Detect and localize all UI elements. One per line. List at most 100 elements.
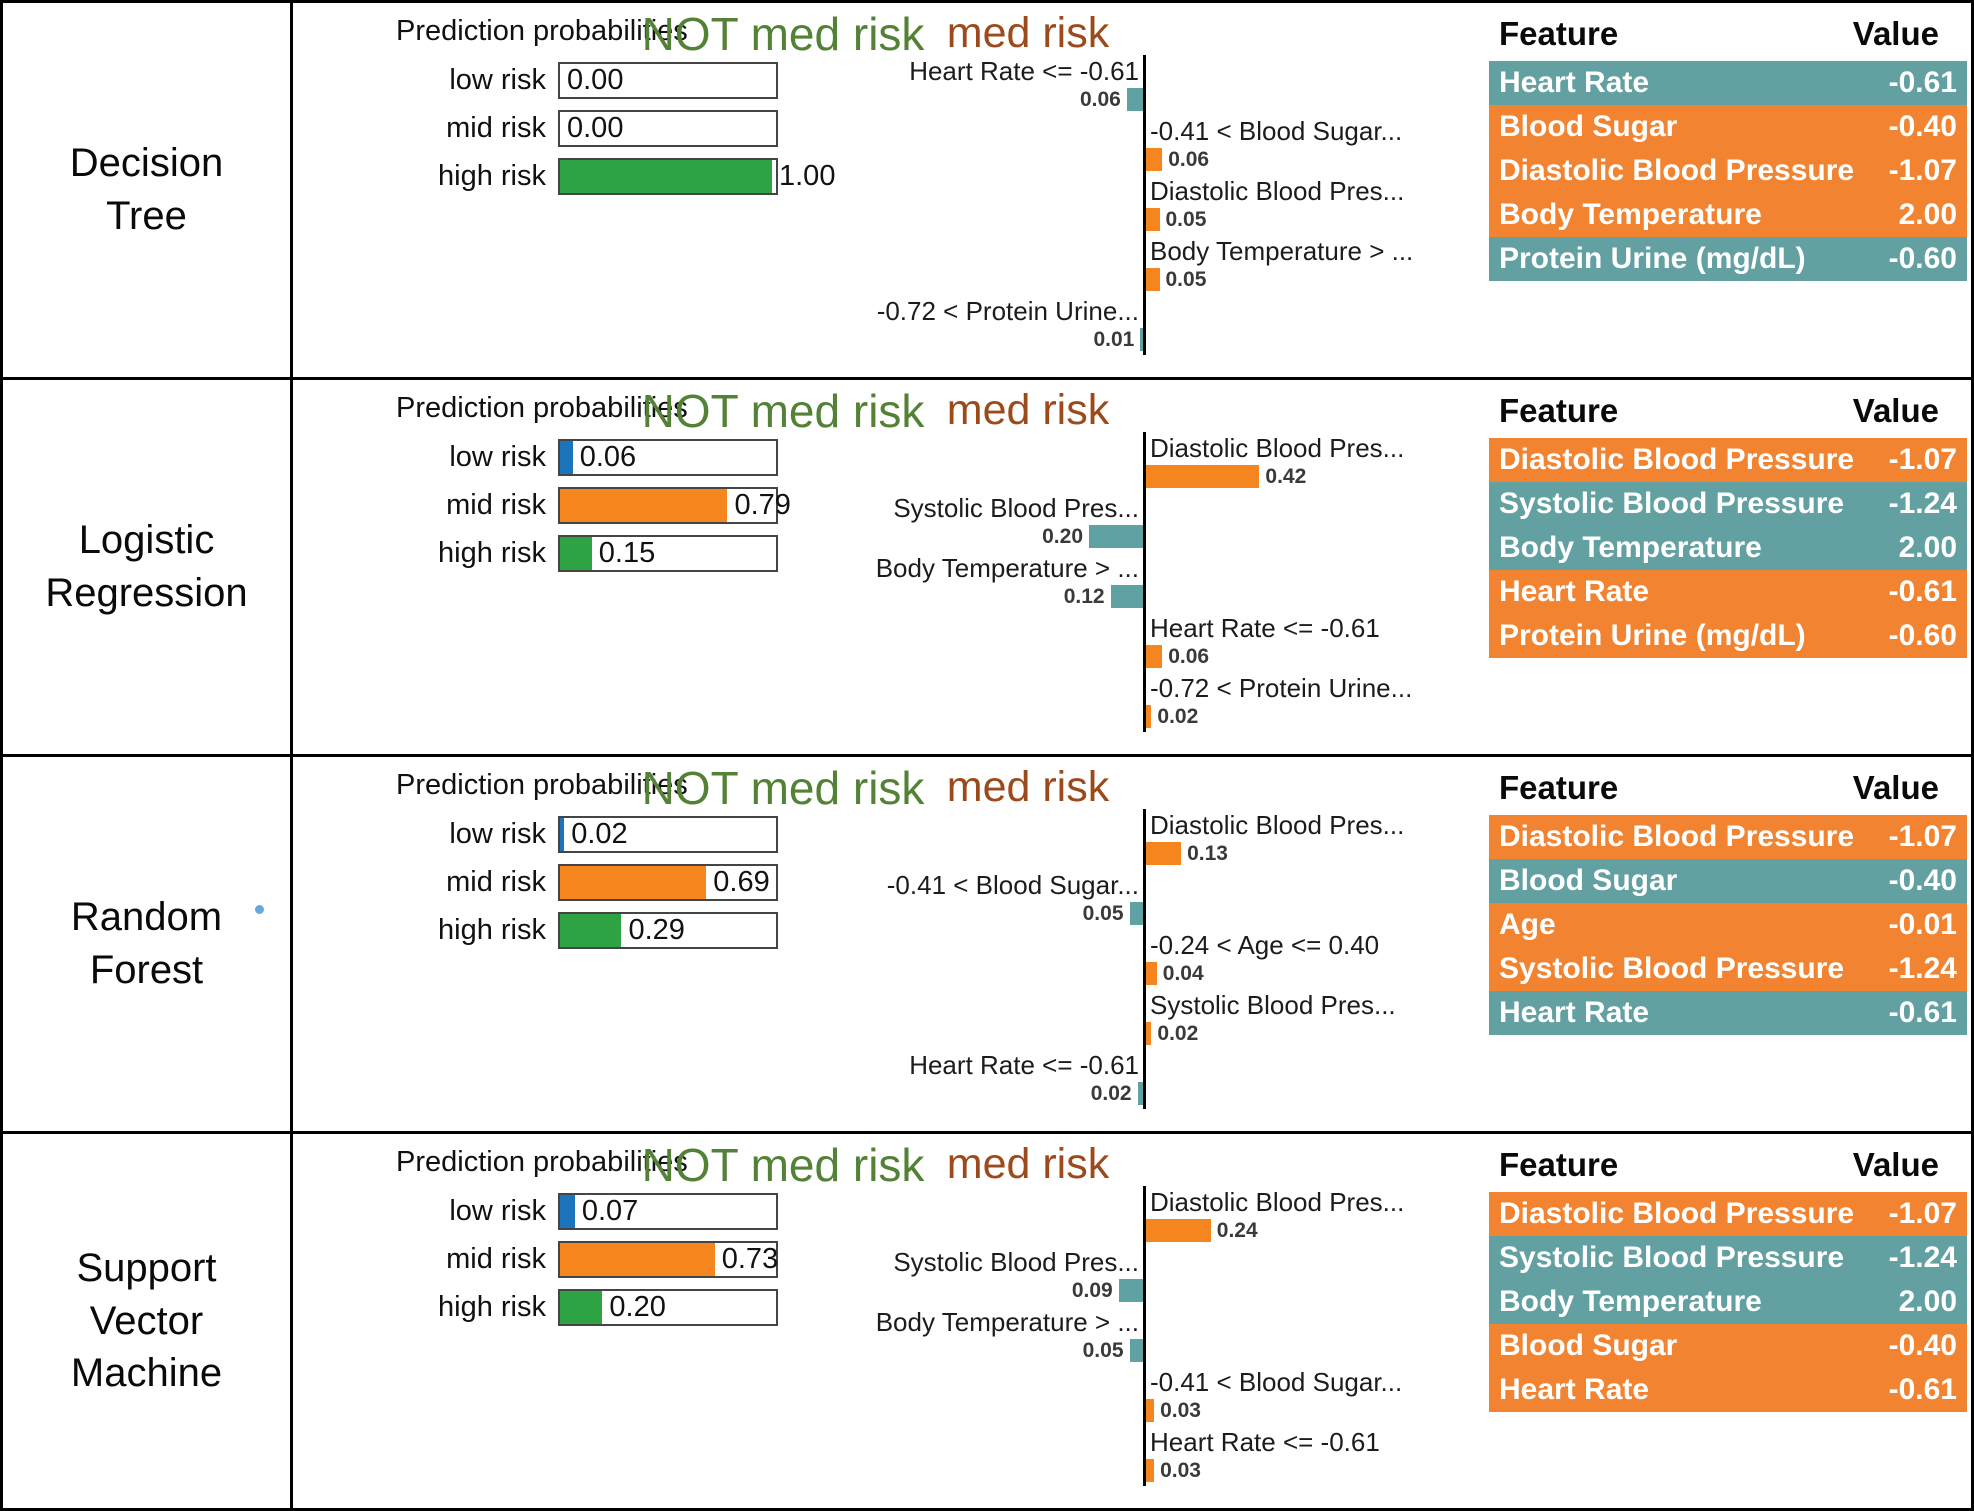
- table-feature: Body Temperature: [1499, 1285, 1762, 1318]
- feature-entry: Diastolic Blood Pres... 0.24: [793, 1186, 1485, 1243]
- probability-bar: 0.02: [558, 816, 778, 853]
- probability-value: 1.00: [779, 160, 836, 192]
- probability-value: 0.15: [598, 537, 656, 569]
- feature-bar-line: 0.20: [793, 524, 1143, 549]
- feature-bar: [1089, 525, 1143, 548]
- feature-value-table: Feature Value Diastolic Blood Pressure -…: [1489, 390, 1967, 658]
- feature-bar: [1129, 902, 1143, 925]
- probability-row: low risk 0.06: [348, 439, 808, 476]
- probability-row: low risk 0.02: [348, 816, 808, 853]
- feature-entry: Systolic Blood Pres... 0.20: [793, 492, 1485, 549]
- probabilities-title: Prediction probabilities: [396, 1146, 688, 1178]
- table-feature: Body Temperature: [1499, 531, 1762, 564]
- table-value: -1.07: [1888, 154, 1957, 187]
- feature-bar: [1146, 1399, 1155, 1422]
- table-value: -0.61: [1888, 996, 1957, 1029]
- table-row: Heart Rate -0.61: [1489, 1368, 1967, 1412]
- feature-column-header: Feature: [1499, 15, 1619, 52]
- feature-label: Heart Rate <= -0.61: [1150, 1427, 1380, 1457]
- not-med-risk-label: NOT med risk: [641, 1139, 925, 1191]
- table-feature: Diastolic Blood Pressure: [1499, 443, 1855, 476]
- probability-bar: 0.00: [558, 110, 778, 147]
- probability-bar: 0.15: [558, 535, 778, 572]
- feature-bar-line: 0.03: [1146, 1458, 1485, 1483]
- table-value: -0.60: [1888, 619, 1957, 652]
- artifact-dot: [255, 905, 264, 914]
- med-risk-label: med risk: [946, 9, 1110, 57]
- table-header: Feature Value: [1489, 1144, 1967, 1192]
- probability-row: high risk 1.00: [348, 158, 835, 195]
- table-row: Body Temperature 2.00: [1489, 526, 1967, 570]
- feature-value: 0.20: [1042, 524, 1083, 548]
- feature-entry: -0.41 < Blood Sugar... 0.06: [793, 115, 1485, 172]
- feature-label: -0.41 < Blood Sugar...: [886, 870, 1139, 900]
- probability-bar: 0.79: [558, 487, 791, 524]
- feature-entry: -0.24 < Age <= 0.40 0.04: [793, 929, 1485, 986]
- table-row: Blood Sugar -0.40: [1489, 1324, 1967, 1368]
- probabilities-title: Prediction probabilities: [396, 392, 688, 424]
- probability-label: high risk: [438, 914, 546, 946]
- feature-label: -0.72 < Protein Urine...: [876, 296, 1139, 326]
- model-name-cell: Support Vector Machine: [3, 1134, 293, 1508]
- panel-random-forest: Random Forest Prediction probabilities l…: [3, 754, 1971, 1131]
- probability-label: low risk: [449, 64, 546, 96]
- table-feature: Protein Urine (mg/dL): [1499, 242, 1806, 275]
- table-row: Systolic Blood Pressure -1.24: [1489, 1236, 1967, 1280]
- probability-value: 0.06: [579, 441, 637, 473]
- feature-value: 0.03: [1160, 1458, 1201, 1482]
- table-feature: Heart Rate: [1499, 1373, 1650, 1406]
- probability-row: low risk 0.00: [348, 62, 808, 99]
- med-risk-label: med risk: [946, 1140, 1110, 1188]
- lime-explanation: Prediction probabilities low risk 0.02 m…: [293, 757, 1971, 1131]
- feature-contribution-chart: Diastolic Blood Pres... 0.42 Systolic Bl…: [793, 432, 1485, 750]
- table-feature: Blood Sugar: [1499, 110, 1678, 143]
- feature-label: Diastolic Blood Pres...: [1150, 176, 1405, 206]
- feature-value-table: Feature Value Diastolic Blood Pressure -…: [1489, 1144, 1967, 1412]
- feature-contribution-chart: Heart Rate <= -0.61 0.06 -0.41 < Blood S…: [793, 55, 1485, 373]
- table-row: Blood Sugar -0.40: [1489, 859, 1967, 903]
- prediction-probabilities: Prediction probabilities low risk 0.07 m…: [348, 1146, 808, 1326]
- feature-bar: [1110, 585, 1143, 608]
- feature-value: 0.05: [1165, 207, 1207, 231]
- feature-bar: [1137, 1082, 1143, 1105]
- feature-bar: [1140, 328, 1143, 351]
- feature-column-header: Feature: [1499, 1146, 1619, 1183]
- probability-row: high risk 0.20: [348, 1289, 808, 1326]
- probability-value: 0.29: [628, 914, 685, 946]
- feature-label: -0.41 < Blood Sugar...: [1150, 1367, 1403, 1397]
- prediction-probabilities: Prediction probabilities low risk 0.02 m…: [348, 769, 808, 949]
- probability-bar: 0.29: [558, 912, 778, 949]
- feature-entry: Heart Rate <= -0.61 0.03: [793, 1426, 1485, 1483]
- table-row: Protein Urine (mg/dL) -0.60: [1489, 237, 1967, 281]
- probability-label: low risk: [449, 818, 546, 850]
- med-risk-label: med risk: [946, 763, 1110, 811]
- feature-bar: [1146, 268, 1160, 291]
- feature-value-table: Feature Value Heart Rate -0.61 Blood Sug…: [1489, 13, 1967, 281]
- probability-bar: 0.00: [558, 62, 778, 99]
- axis-line: [1143, 1186, 1146, 1486]
- probability-fill: [560, 441, 573, 474]
- table-value: -0.40: [1888, 1329, 1957, 1362]
- feature-bar-line: 0.13: [1146, 841, 1485, 866]
- feature-bar: [1146, 705, 1152, 728]
- feature-bar: [1146, 148, 1163, 171]
- probability-value: 0.73: [721, 1243, 779, 1275]
- feature-value: 0.05: [1082, 901, 1124, 925]
- feature-bar-line: 0.42: [1146, 464, 1485, 489]
- table-value: -0.61: [1888, 1373, 1957, 1406]
- feature-entry: -0.41 < Blood Sugar... 0.05: [793, 869, 1485, 926]
- feature-value: 0.02: [1157, 1021, 1199, 1045]
- probability-bar: 0.69: [558, 864, 778, 901]
- probability-label: high risk: [438, 1291, 546, 1323]
- prediction-probabilities: Prediction probabilities low risk 0.00 m…: [348, 15, 835, 195]
- not-med-risk-label: NOT med risk: [641, 385, 925, 437]
- feature-bar-line: 0.04: [1146, 961, 1485, 986]
- feature-value: 0.02: [1090, 1081, 1132, 1105]
- axis-line: [1143, 809, 1146, 1109]
- probability-label: high risk: [438, 160, 546, 192]
- feature-label: Diastolic Blood Pres...: [1150, 433, 1405, 463]
- probability-row: mid risk 0.69: [348, 864, 808, 901]
- probability-fill: [560, 866, 707, 899]
- panel-logistic-regression: Logistic Regression Prediction probabili…: [3, 377, 1971, 754]
